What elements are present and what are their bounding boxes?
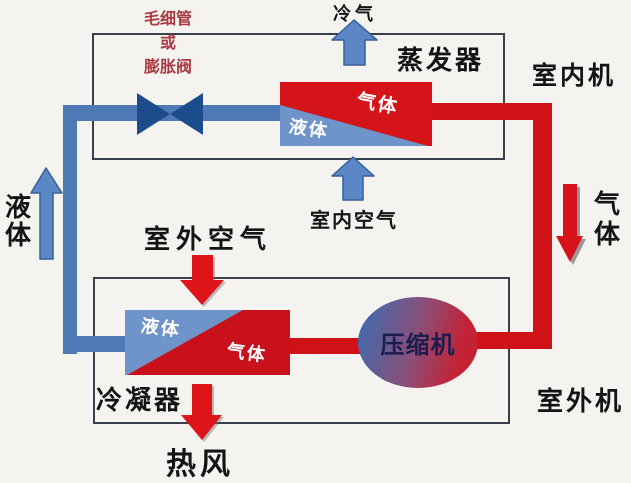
gas-pipe-into-compressor (462, 332, 552, 349)
evaporator-label: 蒸发器 (397, 45, 485, 75)
gas-flow-label: 气体 (593, 189, 620, 249)
liquid-pipe-left-vertical (63, 105, 77, 354)
indoor-air-label: 室内空气 (310, 210, 398, 232)
expansion-device-line1: 毛细管 (143, 11, 192, 28)
expansion-device-line3: 膨胀阀 (143, 59, 192, 76)
expansion-device-label: 毛细管 或 膨胀阀 (127, 8, 209, 80)
outdoor-air-label: 室外空气 (144, 224, 273, 254)
compressor-label: 压缩机 (380, 332, 456, 359)
outdoor-unit-label: 室外机 (537, 386, 625, 416)
evaporator-liquid-label: 液体 (287, 116, 331, 142)
condenser-exchanger (125, 310, 290, 375)
hot-wind-label: 热风 (166, 448, 234, 481)
liquid-flow-label: 液体 (4, 192, 31, 250)
condenser-gas-label: 气体 (225, 340, 268, 366)
evaporator-exchanger (280, 82, 432, 146)
liquid-pipe-bottom-horizontal (63, 336, 127, 352)
cold-air-label: 冷气 (333, 4, 377, 24)
condenser-label: 冷凝器 (96, 385, 184, 415)
liquid-flow-up-arrow-icon (30, 167, 63, 260)
expansion-valve-icon (137, 93, 203, 135)
gas-pipe-right-vertical (533, 103, 552, 349)
cold-air-up-arrow-icon (331, 19, 378, 66)
gas-flow-down-arrow-icon (556, 184, 583, 262)
indoor-unit-box (92, 33, 505, 160)
condenser-liquid-label: 液体 (139, 315, 182, 341)
indoor-unit-label: 室内机 (532, 62, 617, 90)
outdoor-air-down-arrow-icon (180, 255, 224, 305)
gas-pipe-top-horizontal (431, 103, 552, 120)
hot-wind-down-arrow-icon (181, 384, 222, 440)
indoor-air-up-arrow-icon (331, 156, 375, 201)
expansion-device-line2: 或 (159, 35, 176, 52)
compressor-ellipse: 压缩机 (358, 297, 478, 388)
pipe-compressor-to-condenser (289, 338, 369, 354)
